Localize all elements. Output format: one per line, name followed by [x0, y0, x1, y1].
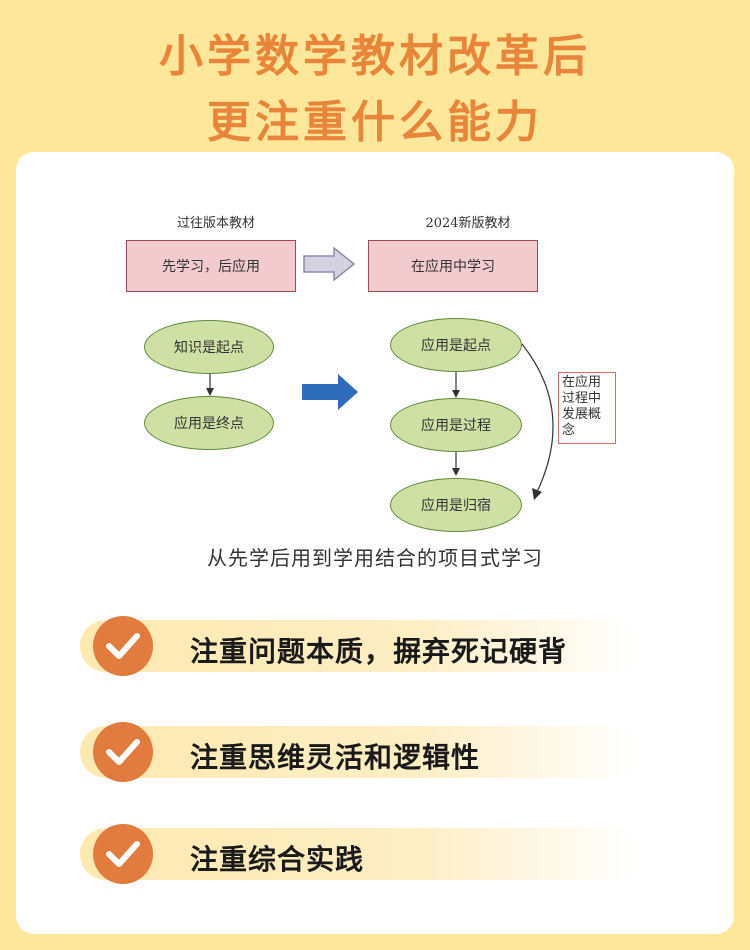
- right-end-node: 应用是归宿: [390, 478, 522, 532]
- down-arrow-icon: [206, 388, 214, 396]
- point-2-text: 注重思维灵活和逻辑性: [190, 741, 481, 774]
- left-start-node: 知识是起点: [144, 320, 274, 374]
- curved-arrow: [521, 343, 554, 495]
- side-note-box: 在应用过程中发展概念: [558, 372, 616, 444]
- diagram-connectors: [206, 246, 554, 500]
- point-1-band: [80, 620, 640, 672]
- down-arrow-icon: [452, 390, 460, 398]
- content-card: 过往版本教材 2024新版教材 先学习，后应用 在应用中学习 知识是起点 应用是…: [16, 152, 734, 934]
- point-1-text: 注重问题本质，摒弃死记硬背: [190, 635, 568, 668]
- right-method-box: 在应用中学习: [368, 240, 538, 292]
- left-end-node: 应用是终点: [144, 396, 274, 450]
- point-3-band: [80, 828, 640, 880]
- page-title-line-2: 更注重什么能力: [207, 97, 543, 148]
- hollow-arrow-icon: [303, 246, 356, 282]
- right-process-node: 应用是过程: [390, 398, 522, 452]
- left-heading: 过往版本教材: [176, 216, 255, 231]
- page-title-line-1: 小学数学教材改革后: [159, 31, 591, 82]
- check-icon: [93, 722, 153, 782]
- left-method-box: 先学习，后应用: [126, 240, 296, 292]
- check-icon: [93, 616, 153, 676]
- curved-arrow-head-icon: [532, 488, 542, 500]
- blue-arrow-icon: [302, 374, 358, 410]
- point-2-band: [80, 726, 640, 778]
- right-start-node: 应用是起点: [390, 318, 522, 372]
- check-icon: [93, 824, 153, 884]
- right-heading: 2024新版教材: [425, 216, 511, 231]
- point-3-text: 注重综合实践: [190, 843, 365, 876]
- down-arrow-icon: [452, 468, 460, 476]
- comparison-diagram: 过往版本教材 2024新版教材 先学习，后应用 在应用中学习 知识是起点 应用是…: [16, 152, 734, 752]
- diagram-caption: 从先学后用到学用结合的项目式学习: [207, 546, 543, 570]
